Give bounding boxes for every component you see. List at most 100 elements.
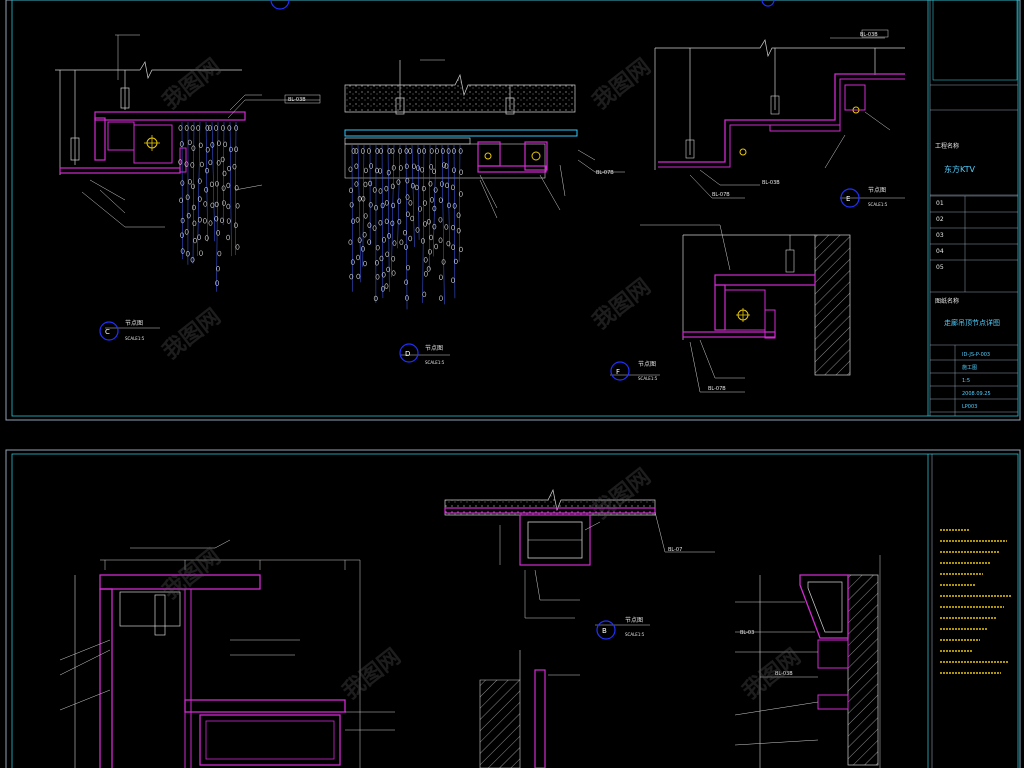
- crystal-bead: [354, 181, 359, 187]
- detail-c-marker: C: [105, 328, 110, 336]
- crystal-bead: [363, 181, 368, 188]
- crystal-strand: [405, 144, 408, 310]
- crystal-bead: [451, 244, 456, 250]
- crystal-bead: [205, 167, 209, 174]
- crystal-strand: [397, 144, 401, 249]
- crystal-strand: [197, 121, 201, 256]
- title-info-value: LP003: [962, 404, 977, 410]
- crystal-bead: [208, 220, 213, 226]
- crystal-strands-d: [348, 144, 463, 310]
- crystal-bead: [193, 237, 197, 244]
- crystal-strand: [447, 144, 450, 248]
- svg-text:工程名称: 工程名称: [935, 142, 959, 150]
- detail-d: D 节点图 SCALE1:5 BL-07B: [344, 59, 625, 365]
- title-info-value: ID-JS-P-003: [962, 352, 990, 358]
- crystal-bead: [363, 260, 367, 267]
- crystal-bead: [363, 213, 368, 219]
- crystal-bead: [190, 162, 195, 168]
- crystal-bead: [435, 148, 439, 154]
- detail-c-scale: SCALE1:5: [125, 336, 145, 341]
- crystal-bead: [222, 200, 226, 206]
- crystal-bead: [214, 125, 218, 131]
- title-info-value: 施工图: [962, 364, 977, 371]
- crystal-bead: [214, 216, 219, 222]
- crystal-bead: [186, 212, 191, 219]
- crystal-bead: [445, 182, 449, 189]
- crystal-bead: [227, 165, 231, 172]
- detail-f: F 节点图 SCALE1:5 BL-07B: [610, 224, 851, 393]
- crystal-bead: [355, 217, 360, 223]
- crystal-bead: [368, 202, 373, 208]
- crystal-bead: [372, 225, 377, 231]
- title-info-value: 1:5: [962, 378, 970, 384]
- crystal-bead: [367, 239, 372, 245]
- crystal-strands-c: [178, 121, 240, 292]
- crystal-bead: [381, 272, 386, 278]
- crystal-bead: [190, 125, 195, 131]
- watermark-text: 我图网: [738, 644, 805, 704]
- crystal-bead: [235, 244, 240, 250]
- detail-b-marker: B: [602, 627, 607, 635]
- crystal-bead: [379, 148, 383, 154]
- crystal-bead: [375, 274, 380, 280]
- crystal-bead: [374, 205, 378, 211]
- crystal-bead: [391, 270, 396, 276]
- crystal-bead: [190, 257, 195, 263]
- crystal-strand: [441, 144, 445, 305]
- title-row-label: 02: [936, 216, 944, 223]
- crystal-bead: [439, 295, 443, 301]
- crystal-bead: [191, 145, 196, 151]
- crystal-strand: [362, 144, 365, 267]
- crystal-bead: [398, 148, 403, 154]
- crystal-bead: [192, 220, 197, 227]
- crystal-bead: [178, 159, 183, 165]
- watermark-text: 我图网: [588, 464, 655, 524]
- crystal-bead: [180, 232, 184, 238]
- crystal-bead: [405, 194, 410, 200]
- callout-a1: BL-03B: [288, 97, 306, 103]
- crystal-bead: [202, 218, 207, 224]
- crystal-bead: [367, 222, 372, 228]
- crystal-bead: [216, 230, 221, 236]
- crystal-bead: [429, 234, 433, 241]
- detail-d-marker: D: [405, 350, 410, 358]
- crystal-bead: [379, 255, 384, 262]
- crystal-bead: [378, 188, 383, 194]
- crystal-bead: [441, 259, 446, 265]
- crystal-bead: [348, 239, 353, 245]
- crystal-bead: [440, 148, 445, 154]
- crystal-bead: [372, 187, 377, 193]
- crystal-strand: [222, 121, 225, 226]
- crystal-bead: [179, 141, 184, 147]
- watermarks: 我图网我图网我图网我图网我图网我图网我图网我图网: [158, 54, 805, 704]
- crystal-bead: [429, 164, 434, 170]
- watermark-text: 我图网: [338, 644, 405, 704]
- crystal-bead: [217, 250, 222, 257]
- crystal-bead: [438, 274, 443, 280]
- crystal-bead: [356, 254, 360, 261]
- crystal-bead: [354, 148, 359, 154]
- crystal-bead: [397, 198, 402, 204]
- crystal-bead: [423, 257, 428, 263]
- crystal-bead: [204, 187, 209, 193]
- callout-a4: BL-03B: [860, 32, 878, 38]
- crystal-bead: [447, 202, 451, 209]
- crystal-bead: [187, 139, 192, 146]
- crystal-bead: [416, 165, 420, 171]
- crystal-bead: [221, 125, 225, 131]
- crystal-bead: [378, 220, 383, 226]
- crystal-bead: [381, 286, 385, 292]
- callout-a10: BL-03B: [775, 671, 793, 677]
- crystal-bead: [226, 218, 231, 224]
- crystal-bead: [410, 182, 415, 189]
- crystal-bead: [184, 229, 189, 235]
- crystal-bead: [205, 147, 210, 153]
- crystal-bead: [422, 148, 427, 154]
- crystal-bead: [185, 251, 190, 257]
- crystal-bead: [179, 197, 184, 204]
- crystal-bead: [234, 146, 239, 152]
- crystal-bead: [439, 181, 444, 187]
- crystal-bead: [234, 125, 239, 131]
